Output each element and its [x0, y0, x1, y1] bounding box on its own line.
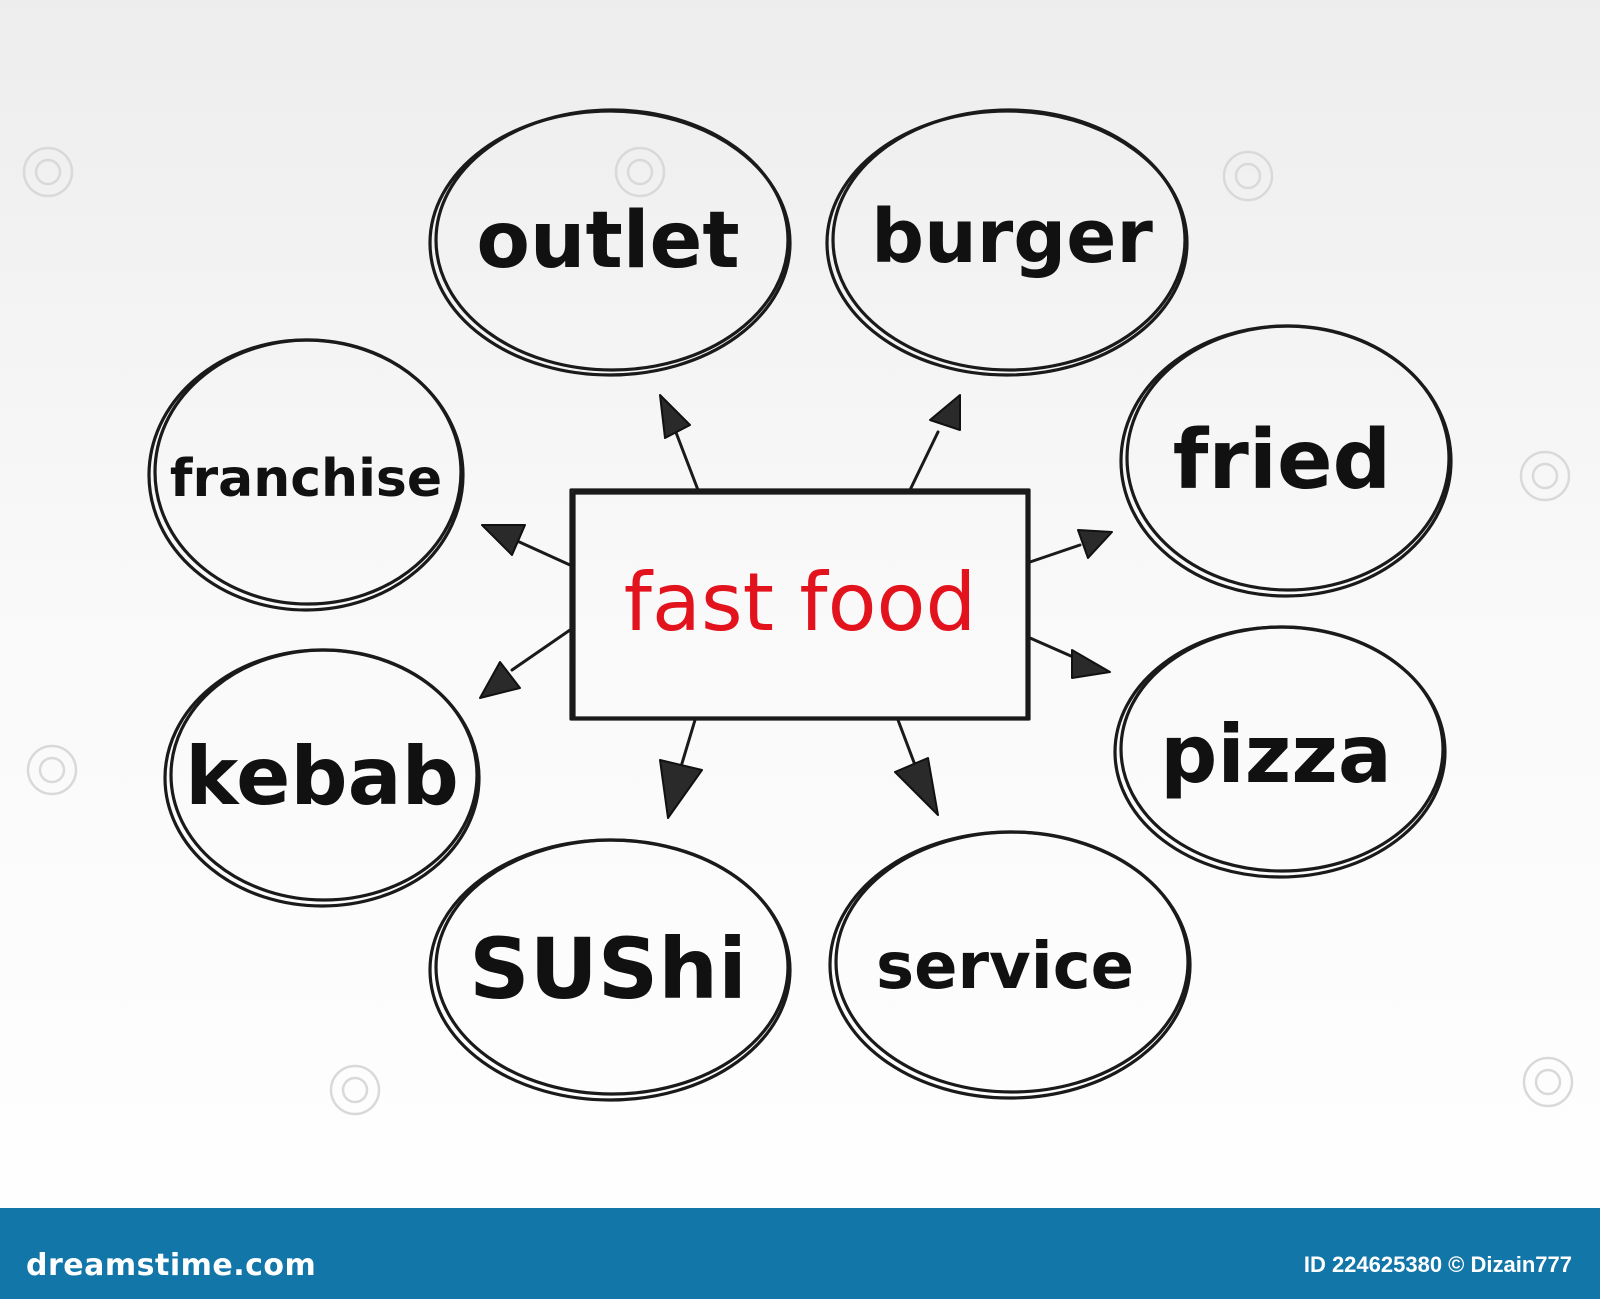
node-outline: [1125, 324, 1451, 592]
arrow-to-franchise: [481, 524, 572, 567]
node-outline: [434, 108, 790, 372]
node-sushi: SUShi: [428, 838, 792, 1102]
node-outline: [434, 838, 790, 1096]
node-outlet: outlet: [428, 108, 792, 377]
arrow-to-burger: [908, 394, 961, 492]
center-box-inner-stroke: [572, 491, 1029, 720]
node-label-sushi: SUShi: [469, 920, 747, 1018]
node-burger: burger: [825, 108, 1189, 377]
image-id-label: ID 224625380 © Dizain777: [1303, 1252, 1572, 1277]
node-kebab: kebab: [163, 648, 481, 908]
stock-brand-label: dreamstime.com: [26, 1248, 317, 1283]
watermark-marks: [22, 146, 1574, 1116]
node-label-kebab: kebab: [185, 730, 459, 823]
node-label-pizza: pizza: [1160, 708, 1392, 801]
arrow-to-sushi: [659, 718, 703, 819]
arrow-to-outlet: [659, 394, 700, 492]
node-outline: [1119, 625, 1445, 873]
node-outline: [834, 830, 1190, 1094]
node-service: service: [828, 830, 1192, 1100]
node-label-fried: fried: [1173, 413, 1392, 508]
node-fried: fried: [1119, 324, 1453, 598]
node-label-outlet: outlet: [476, 196, 739, 286]
node-label-service: service: [876, 930, 1134, 1004]
node-label-burger: burger: [871, 194, 1153, 280]
arrow-to-pizza: [1028, 636, 1111, 679]
node-outline: [153, 338, 463, 606]
center-topic-label: fast food: [624, 556, 977, 649]
node-outline: [831, 108, 1187, 372]
node-label-franchise: franchise: [170, 449, 442, 509]
center-topic: fast food: [569, 488, 1031, 721]
arrow-to-fried: [1028, 529, 1113, 564]
node-outline: [169, 648, 479, 902]
connector-arrows: [479, 394, 1113, 819]
node-franchise: franchise: [147, 338, 465, 612]
node-pizza: pizza: [1113, 625, 1447, 879]
arrow-to-service: [894, 718, 939, 816]
mind-map-diagram: outlet burger franchise fried kebab pizz…: [22, 108, 1574, 1116]
stock-footer-bar: dreamstime.com ID 224625380 © Dizain777: [0, 1208, 1600, 1299]
arrow-to-kebab: [479, 628, 572, 699]
